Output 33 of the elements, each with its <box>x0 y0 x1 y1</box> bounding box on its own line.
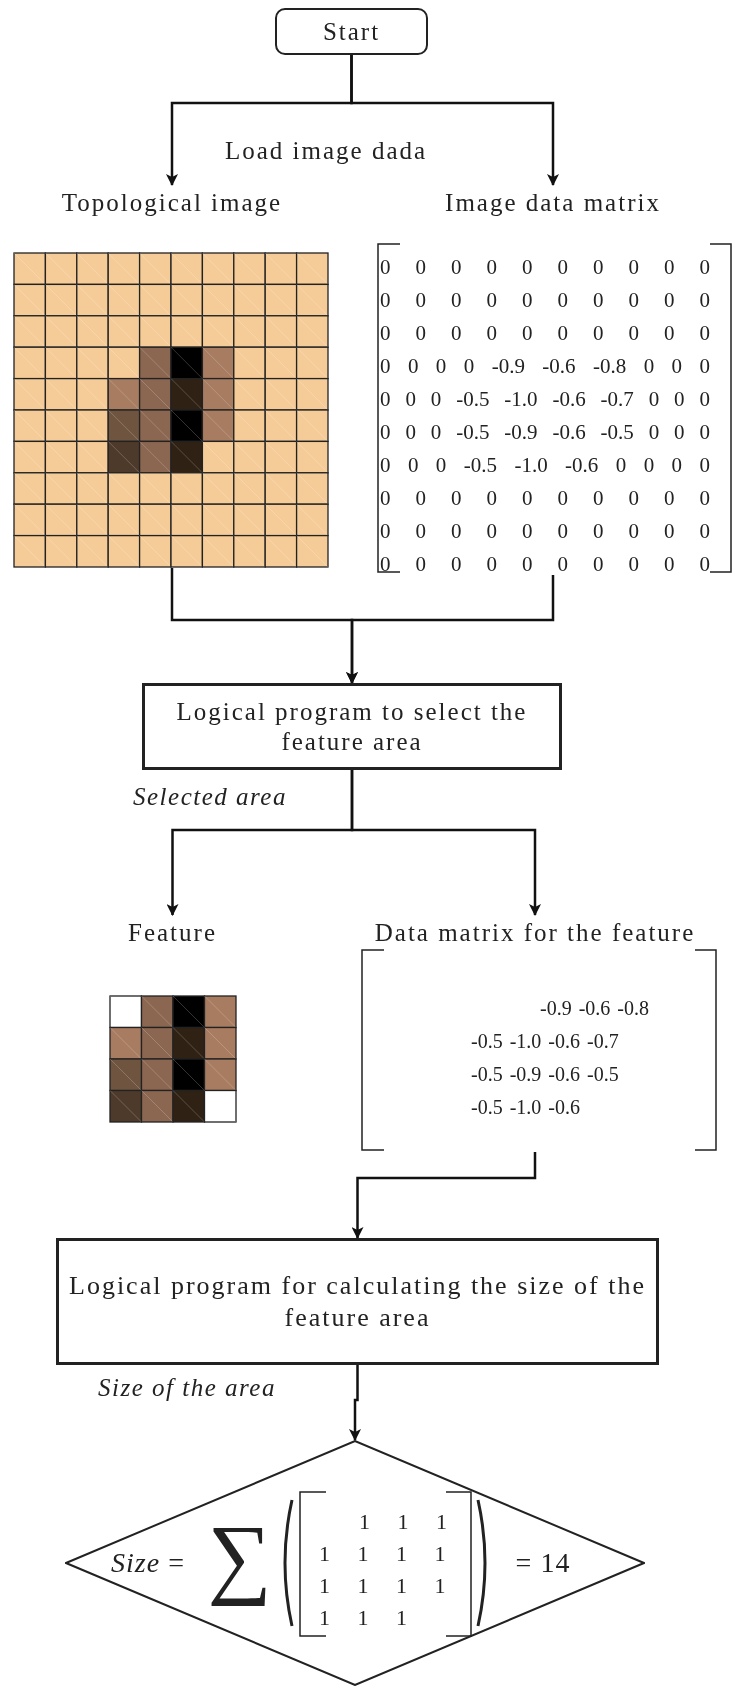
panel-heading: Data matrix for the feature <box>373 918 697 948</box>
panel-heading: Topological image <box>60 188 284 218</box>
arrow <box>346 575 555 684</box>
matrix-row-text: 1 1 1 1 <box>319 1572 447 1600</box>
matrix-row-text: 0 0 0 0 0 0 0 0 0 0 <box>380 254 710 281</box>
panel-heading: Image data matrix <box>444 188 662 218</box>
matrix-row-text: 0 0 0 0 0 0 0 0 0 0 <box>380 320 710 347</box>
matrix-row-text: -0.5 -1.0 -0.6 -0.7 <box>471 1029 620 1054</box>
matrix-row-text: 1 1 1 <box>358 1508 447 1536</box>
panel-heading: Feature <box>127 918 218 948</box>
matrix-row-text: 1 1 1 <box>319 1604 408 1632</box>
arrow <box>350 770 541 916</box>
matrix-row-text: -0.5 -1.0 -0.6 <box>471 1095 581 1120</box>
start-terminal: Start <box>275 8 428 55</box>
process-box: Logical program for calculating the size of the feature area <box>56 1238 659 1365</box>
matrix-row-text: -0.5 -0.9 -0.6 -0.5 <box>471 1062 620 1087</box>
sum-symbol: ∑ <box>206 1506 274 1608</box>
matrix-row-text: 1 1 1 1 <box>319 1540 447 1568</box>
matrix-row-text: 0 0 0 0 0 0 0 0 0 0 <box>380 551 710 578</box>
matrix-row-text: 0 0 0 0 0 0 0 0 0 0 <box>380 287 710 314</box>
matrix-row-text: 0 0 0 -0.5 -0.9 -0.6 -0.5 0 0 0 <box>380 419 710 446</box>
matrix-row-text: -0.9 -0.6 -0.8 <box>539 996 649 1021</box>
matrix-row-text: 0 0 0 0 0 0 0 0 0 0 <box>380 485 710 512</box>
formula-text: Size = <box>110 1546 186 1580</box>
process-box: Logical program to select the feature area <box>142 683 562 770</box>
formula-result: = 14 <box>514 1546 572 1580</box>
matrix-row-text: 0 0 0 -0.5 -1.0 -0.6 0 0 0 0 <box>380 452 710 479</box>
matrix-row-text: 0 0 0 0 0 0 0 0 0 0 <box>380 518 710 545</box>
arrow <box>349 1365 361 1441</box>
arrow <box>351 1152 537 1239</box>
matrix-row-text: 0 0 0 0 -0.9 -0.6 -0.8 0 0 0 <box>380 353 710 380</box>
matrix-row-text: 0 0 0 -0.5 -1.0 -0.6 -0.7 0 0 0 <box>380 386 710 413</box>
arrow <box>350 55 559 186</box>
